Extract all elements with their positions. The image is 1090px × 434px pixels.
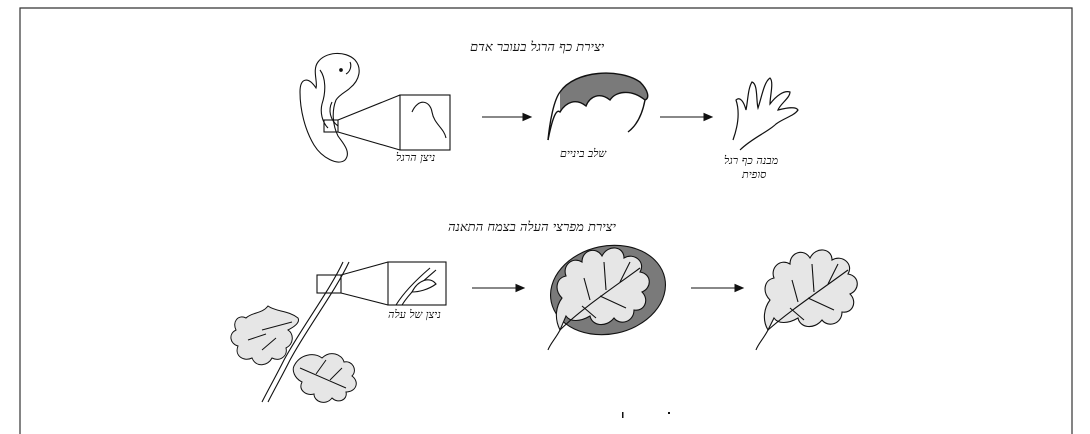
stray-marks (622, 412, 670, 418)
foot-bud-magnifier (324, 95, 450, 150)
row2-title: יצירת מפרצי העלה בצמח התאנה (448, 219, 616, 235)
row1-title: יצירת כף הרגל בעובר אדם (470, 39, 604, 55)
intermediate-leaf-figure (542, 235, 674, 350)
final-leaf-figure (756, 250, 857, 350)
arrow-2-row2 (691, 285, 743, 292)
row2-stage1-label: ניצן של עלה (388, 308, 441, 321)
row1-stage3-label-line2: סופית (742, 168, 766, 181)
intermediate-stage-figure (548, 73, 648, 140)
row1-stage1-label: ניצן הרגל (396, 151, 435, 164)
row1-stage2-label: שלב ביניים (560, 147, 606, 160)
embryo-figure (300, 53, 359, 162)
leaf-bud-magnifier (317, 262, 446, 305)
arrow-1-row1 (482, 114, 531, 121)
row1-stage3-label-line1: מבנה כף רגל (724, 154, 778, 167)
final-foot-figure (733, 78, 798, 150)
arrow-2-row1 (660, 114, 712, 121)
arrow-1-row2 (472, 285, 524, 292)
